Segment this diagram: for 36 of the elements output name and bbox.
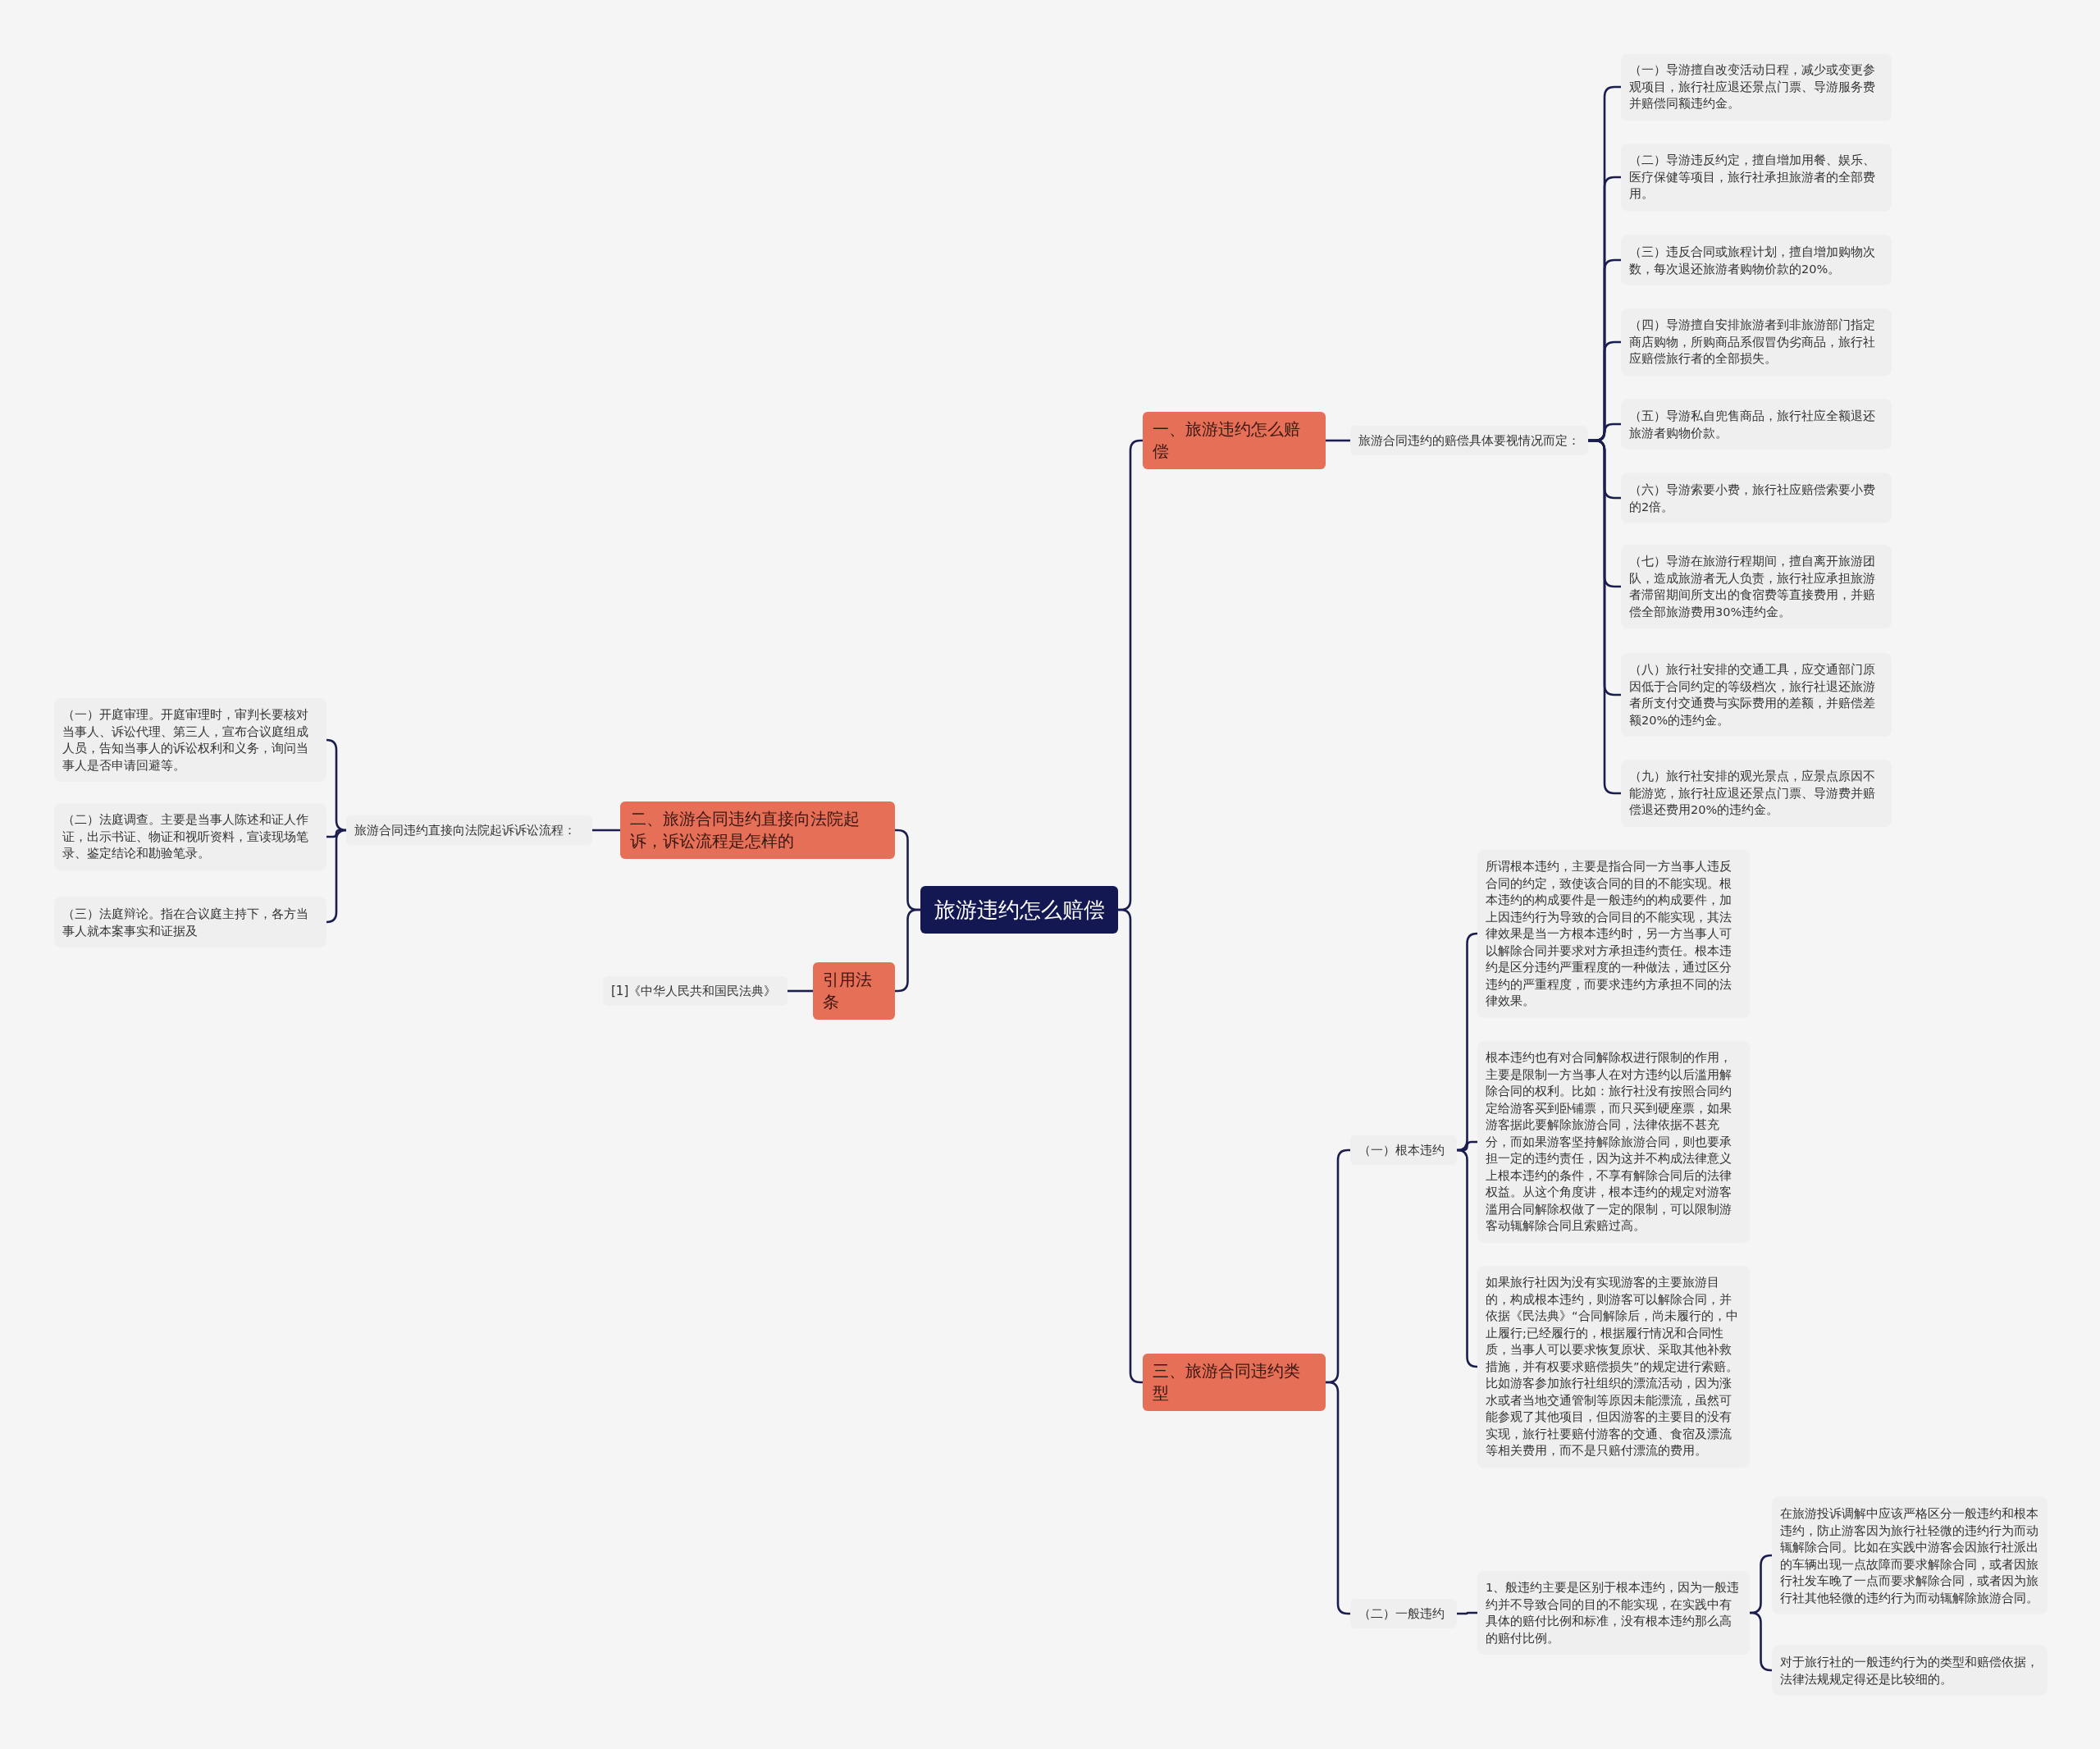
subtopic-label: 旅游合同违约的赔偿具体要视情况而定： [1350, 426, 1588, 455]
text-card: （五）导游私自兜售商品，旅行社应全额退还旅游者购物价款。 [1621, 399, 1892, 450]
text-card: 根本违约也有对合同解除权进行限制的作用，主要是限制一方当事人在对方违约以后滥用解除合同的权利。比如：旅行社没有按照合同约定给游客买到卧铺票，而只买到硬座票，如果游客据此要解除旅游合同，法律依据不甚充分，而如果游客坚持解除旅游合同，则也要承担一定的违约责任，因为这并不构成法律意义上根本违约的条件，不享有解除合同后的法律权益。从这个角度讲，根本违约的规定对游客滥用合同解除权做了一定的限制，可以限制游客动辄解除合同且索赔过高。 [1477, 1041, 1750, 1243]
text-card: （七）导游在旅游行程期间，擅自离开旅游团队，造成旅游者无人负责，旅行社应承担旅游者滞留期间所支出的食宿费等直接费用，并赔偿全部旅游费用30%违约金。 [1621, 545, 1892, 628]
text-card: 在旅游投诉调解中应该严格区分一般违约和根本违约，防止游客因为旅行社轻微的违约行为而动辄解除合同。比如在实践中游客会因旅行社派出的车辆出现一点故障而要求解除合同，或者因旅行社发车晚了一点而要求解除合同，或者因为旅行社其他轻微的违约行为而动辄解除旅游合同。 [1772, 1496, 2048, 1614]
connector-line [1326, 439, 1350, 442]
connector-line [1749, 1611, 1773, 1672]
branch-topic: 二、旅游合同违约直接向法院起诉，诉讼流程是怎样的 [620, 801, 895, 859]
branch-topic: 一、旅游违约怎么赔偿 [1143, 412, 1326, 469]
connector-line [325, 829, 348, 924]
connector-line [788, 989, 813, 993]
text-card: （二）法庭调查。主要是当事人陈述和证人作证，出示书证、物证和视听资料，宣读现场笔录、鉴定结论和勘验笔录。 [54, 803, 326, 870]
text-card: （九）旅行社安排的观光景点，应景点原因不能游览，旅行社应退还景点门票、导游费并赔偿退还费用20%的违约金。 [1621, 760, 1892, 827]
text-card: （六）导游索要小费，旅行社应赔偿索要小费的2倍。 [1621, 473, 1892, 523]
subtopic-label: （二）一般违约 [1350, 1599, 1457, 1628]
text-card: 对于旅行社的一般违约行为的类型和赔偿依据，法律法规规定得还是比较细的。 [1772, 1645, 2048, 1696]
root-topic: 旅游违约怎么赔偿 [920, 886, 1118, 934]
text-card: （一）开庭审理。开庭审理时，审判长要核对当事人、诉讼代理、第三人，宣布合议庭组成人员，告知当事人的诉讼权利和义务，询问当事人是否申请回避等。 [54, 698, 326, 782]
text-card: （八）旅行社安排的交通工具，应交通部门原因低于合同约定的等级档次，旅行社退还旅游者所支付交通费与实际费用的差额，并赔偿差额20%的违约金。 [1621, 653, 1892, 737]
subtopic-label: （一）根本违约 [1350, 1135, 1457, 1165]
text-card: （一）导游擅自改变活动日程，减少或变更参观项目，旅行社应退还景点门票、导游服务费并赔偿同额违约金。 [1621, 53, 1892, 121]
branch-topic: 引用法条 [813, 962, 895, 1020]
subtopic-label: [1]《中华人民共和国民法典》 [603, 976, 788, 1006]
branch-topic: 三、旅游合同违约类型 [1143, 1354, 1326, 1411]
connector-line [1457, 1611, 1477, 1615]
subtopic-label: 旅游合同违约直接向法院起诉诉讼流程： [346, 815, 592, 845]
text-card: （三）违反合同或旅程计划，擅自增加购物次数，每次退还旅游者购物价款的20%。 [1621, 235, 1892, 285]
connector-line [1588, 439, 1621, 795]
text-card: （三）法庭辩论。指在合议庭主持下，各方当事人就本案事实和证据及 [54, 897, 326, 948]
text-card: 如果旅行社因为没有实现游客的主要旅游目的，构成根本违约，则游客可以解除合同，并依据《民法典》“合同解除后，尚未履行的，中止履行;已经履行的，根据履行情况和合同性质，当事人可以要求恢复原状、采取其他补救措施，并有权要求赔偿损失”的规定进行索赔。比如游客参加旅行社组织的漂流活动，因为涨水或者当地交通管制等原因未能漂流，虽然可能参观了其他项目，但因游客的主要目的没有实现，旅行社要赔付游客的交通、食宿及漂流等相关费用，而不是只赔付漂流的费用。 [1477, 1266, 1750, 1468]
connector-line [592, 829, 620, 832]
text-card: （二）导游违反约定，擅自增加用餐、娱乐、医疗保健等项目，旅行社承担旅游者的全部费用。 [1621, 144, 1892, 211]
text-card: 所谓根本违约，主要是指合同一方当事人违反合同的约定，致使该合同的目的不能实现。根本违约的构成要件是一般违约的构成要件，加上因违约行为导致的合同目的不能实现，其法律效果是当一方根本违约时，另一方当事人可以解除合同并要求对方承担违约责任。根本违约是区分违约严重程度的一种做法，通过区分违约的严重程度，而要求违约方承担不同的法律效果。 [1477, 849, 1750, 1018]
text-card: （四）导游擅自安排旅游者到非旅游部门指定商店购物，所购商品系假冒伪劣商品，旅行社应赔偿旅行者的全部损失。 [1621, 308, 1892, 376]
text-card: 1、般违约主要是区别于根本违约，因为一般违约并不导致合同的目的不能实现，在实践中有具体的赔付比例和标准，没有根本违约那么高的赔付比例。 [1477, 1571, 1750, 1655]
connector-line [1456, 1148, 1478, 1368]
